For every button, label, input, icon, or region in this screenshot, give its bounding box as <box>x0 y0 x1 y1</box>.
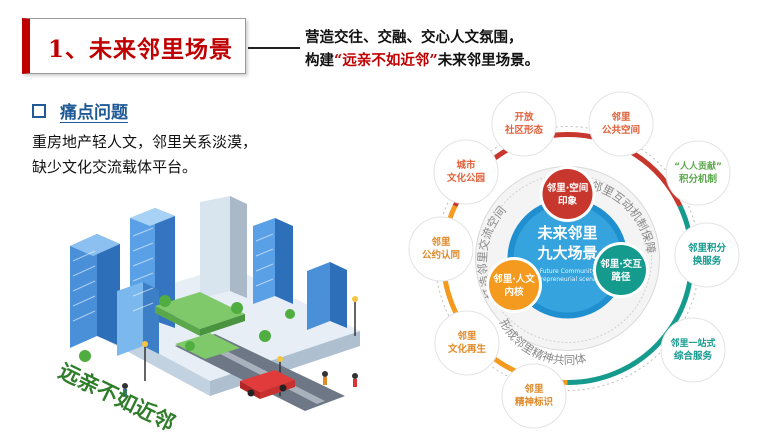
scenario-node-8: 邻里 公约认同 <box>408 216 474 282</box>
svg-text:“人人贡献”: “人人贡献” <box>674 160 722 172</box>
building-3 <box>200 196 247 298</box>
svg-text:精神标识: 精神标识 <box>515 396 554 408</box>
svg-text:社区形态: 社区形态 <box>504 124 544 136</box>
svg-text:邻里: 邻里 <box>456 330 477 342</box>
svg-text:邻里·交互: 邻里·交互 <box>599 258 642 270</box>
intro-text: 营造交往、交融、交心人文氛围， 构建“远亲不如近邻”未来邻里场景。 <box>305 26 539 72</box>
park-patch <box>175 333 240 359</box>
intro-line-2-suffix: 未来邻里场景。 <box>437 52 540 69</box>
scenario-node-1: 开放 社区形态 <box>491 91 557 157</box>
building-5 <box>307 262 347 330</box>
scenario-node-5: 邻里一站式 综合服务 <box>660 317 726 383</box>
svg-text:邻里: 邻里 <box>610 111 631 123</box>
svg-text:文化再生: 文化再生 <box>447 343 487 355</box>
intro-line-1: 营造交往、交融、交心人文氛围， <box>305 29 523 46</box>
scenario-node-6: 邻里 精神标识 <box>501 363 567 429</box>
intro-line-2: 构建“远亲不如近邻”未来邻里场景。 <box>305 49 539 72</box>
scenario-node-3: “人人贡献” 积分机制 <box>665 140 731 206</box>
inner-circle-right: 邻里·交互 路径 <box>593 242 649 298</box>
svg-text:路径: 路径 <box>611 271 631 283</box>
pain-points-line-1: 重房地产轻人文，邻里关系淡漠， <box>32 133 258 151</box>
svg-text:邻里·人文: 邻里·人文 <box>492 273 535 285</box>
scenario-node-2: 邻里 公共空间 <box>588 91 654 157</box>
people-figures <box>122 371 358 397</box>
svg-text:公约认同: 公约认同 <box>422 249 460 261</box>
nine-scenarios-diagram: 打造邻里交流空间 邻里互动机制保障 形成邻里精神共同体 未来邻里 九大场景 Fu… <box>408 91 740 429</box>
svg-text:邻里: 邻里 <box>523 383 544 395</box>
scenario-node-4: 邻里积分 换服务 <box>674 222 740 288</box>
title-underline <box>248 47 300 49</box>
svg-text:城市: 城市 <box>456 159 476 171</box>
intro-line-2-prefix: 构建 <box>305 52 334 69</box>
svg-text:邻里·空间: 邻里·空间 <box>546 182 589 194</box>
page-title: 1、未来邻里场景 <box>48 36 234 63</box>
car-icon <box>240 370 295 399</box>
square-bullet-icon <box>32 103 46 118</box>
svg-text:邻里积分: 邻里积分 <box>687 242 727 254</box>
center-en-2: Entrepreneurial scenario <box>531 276 605 283</box>
pain-points-heading: 痛点问题 <box>32 98 128 123</box>
title-box <box>22 18 246 74</box>
pain-points-title: 痛点问题 <box>60 103 128 123</box>
svg-text:积分机制: 积分机制 <box>679 173 718 185</box>
center-title-1: 未来邻里 <box>536 224 597 242</box>
svg-text:内核: 内核 <box>504 286 524 298</box>
svg-text:文化公园: 文化公园 <box>446 172 485 184</box>
tree-group <box>79 295 295 362</box>
scenario-node-9: 城市 文化公园 <box>433 139 499 205</box>
inner-circle-top: 邻里·空间 印象 <box>539 166 596 222</box>
window-stripes <box>72 227 274 322</box>
pain-points-body: 重房地产轻人文，邻里关系淡漠， 缺少文化交流载体平台。 <box>32 130 362 180</box>
scenario-node-7: 邻里 文化再生 <box>434 310 500 376</box>
building-4 <box>253 218 293 304</box>
center-title-2: 九大场景 <box>536 244 597 262</box>
building-6 <box>117 282 159 356</box>
center-en-1: Future Community <box>540 268 596 275</box>
svg-text:综合服务: 综合服务 <box>674 350 713 362</box>
svg-text:开放: 开放 <box>514 111 534 123</box>
pain-points-line-2: 缺少文化交流载体平台。 <box>32 158 198 176</box>
svg-text:公共空间: 公共空间 <box>602 124 640 136</box>
svg-text:换服务: 换服务 <box>693 255 722 267</box>
rooftop-garden <box>155 292 245 329</box>
building-1 <box>70 234 120 348</box>
city-illustration: 远亲不如近邻 <box>55 196 360 434</box>
intro-highlight: “远亲不如近邻” <box>334 52 438 69</box>
illustration-caption: 远亲不如近邻 <box>55 359 179 434</box>
svg-text:邻里: 邻里 <box>430 236 451 248</box>
inner-circle-left: 邻里·人文 内核 <box>486 257 542 313</box>
svg-text:邻里一站式: 邻里一站式 <box>670 337 715 349</box>
svg-text:印象: 印象 <box>558 195 578 207</box>
